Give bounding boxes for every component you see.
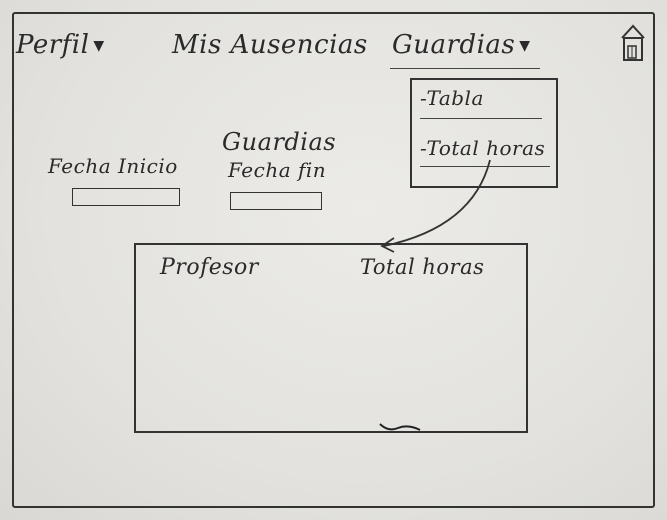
nav-ausencias-label: Mis Ausencias [172,30,368,60]
fecha-inicio-label: Fecha Inicio [48,154,178,178]
guardias-dropdown-menu: -Tabla -Total horas [410,78,558,188]
nav-perfil-label: Perfil [16,30,90,60]
column-header-profesor: Profesor [160,255,259,280]
column-header-total-horas: Total horas [360,255,485,279]
menu-item-divider [420,118,542,119]
nav-perfil[interactable]: Perfil▼ [16,30,105,60]
chevron-down-icon: ▼ [519,38,531,54]
nav-guardias[interactable]: Guardias▼ [392,30,531,60]
page-frame [12,12,655,508]
menu-item-divider [420,166,550,167]
nav-guardias-label: Guardias [392,30,516,60]
fecha-inicio-input[interactable] [72,188,180,206]
results-table: Profesor Total horas [134,243,528,433]
chevron-down-icon: ▼ [93,38,105,54]
menu-item-total-horas[interactable]: -Total horas [420,136,546,160]
guardias-underline [390,68,540,69]
guardias-section-title: Guardias [222,128,337,156]
home-icon-graphic [621,24,645,61]
menu-item-tabla[interactable]: -Tabla [420,86,484,110]
home-icon[interactable] [620,22,646,62]
fecha-fin-label: Fecha fin [228,158,327,182]
fecha-fin-input[interactable] [230,192,322,210]
nav-mis-ausencias[interactable]: Mis Ausencias [172,30,368,60]
